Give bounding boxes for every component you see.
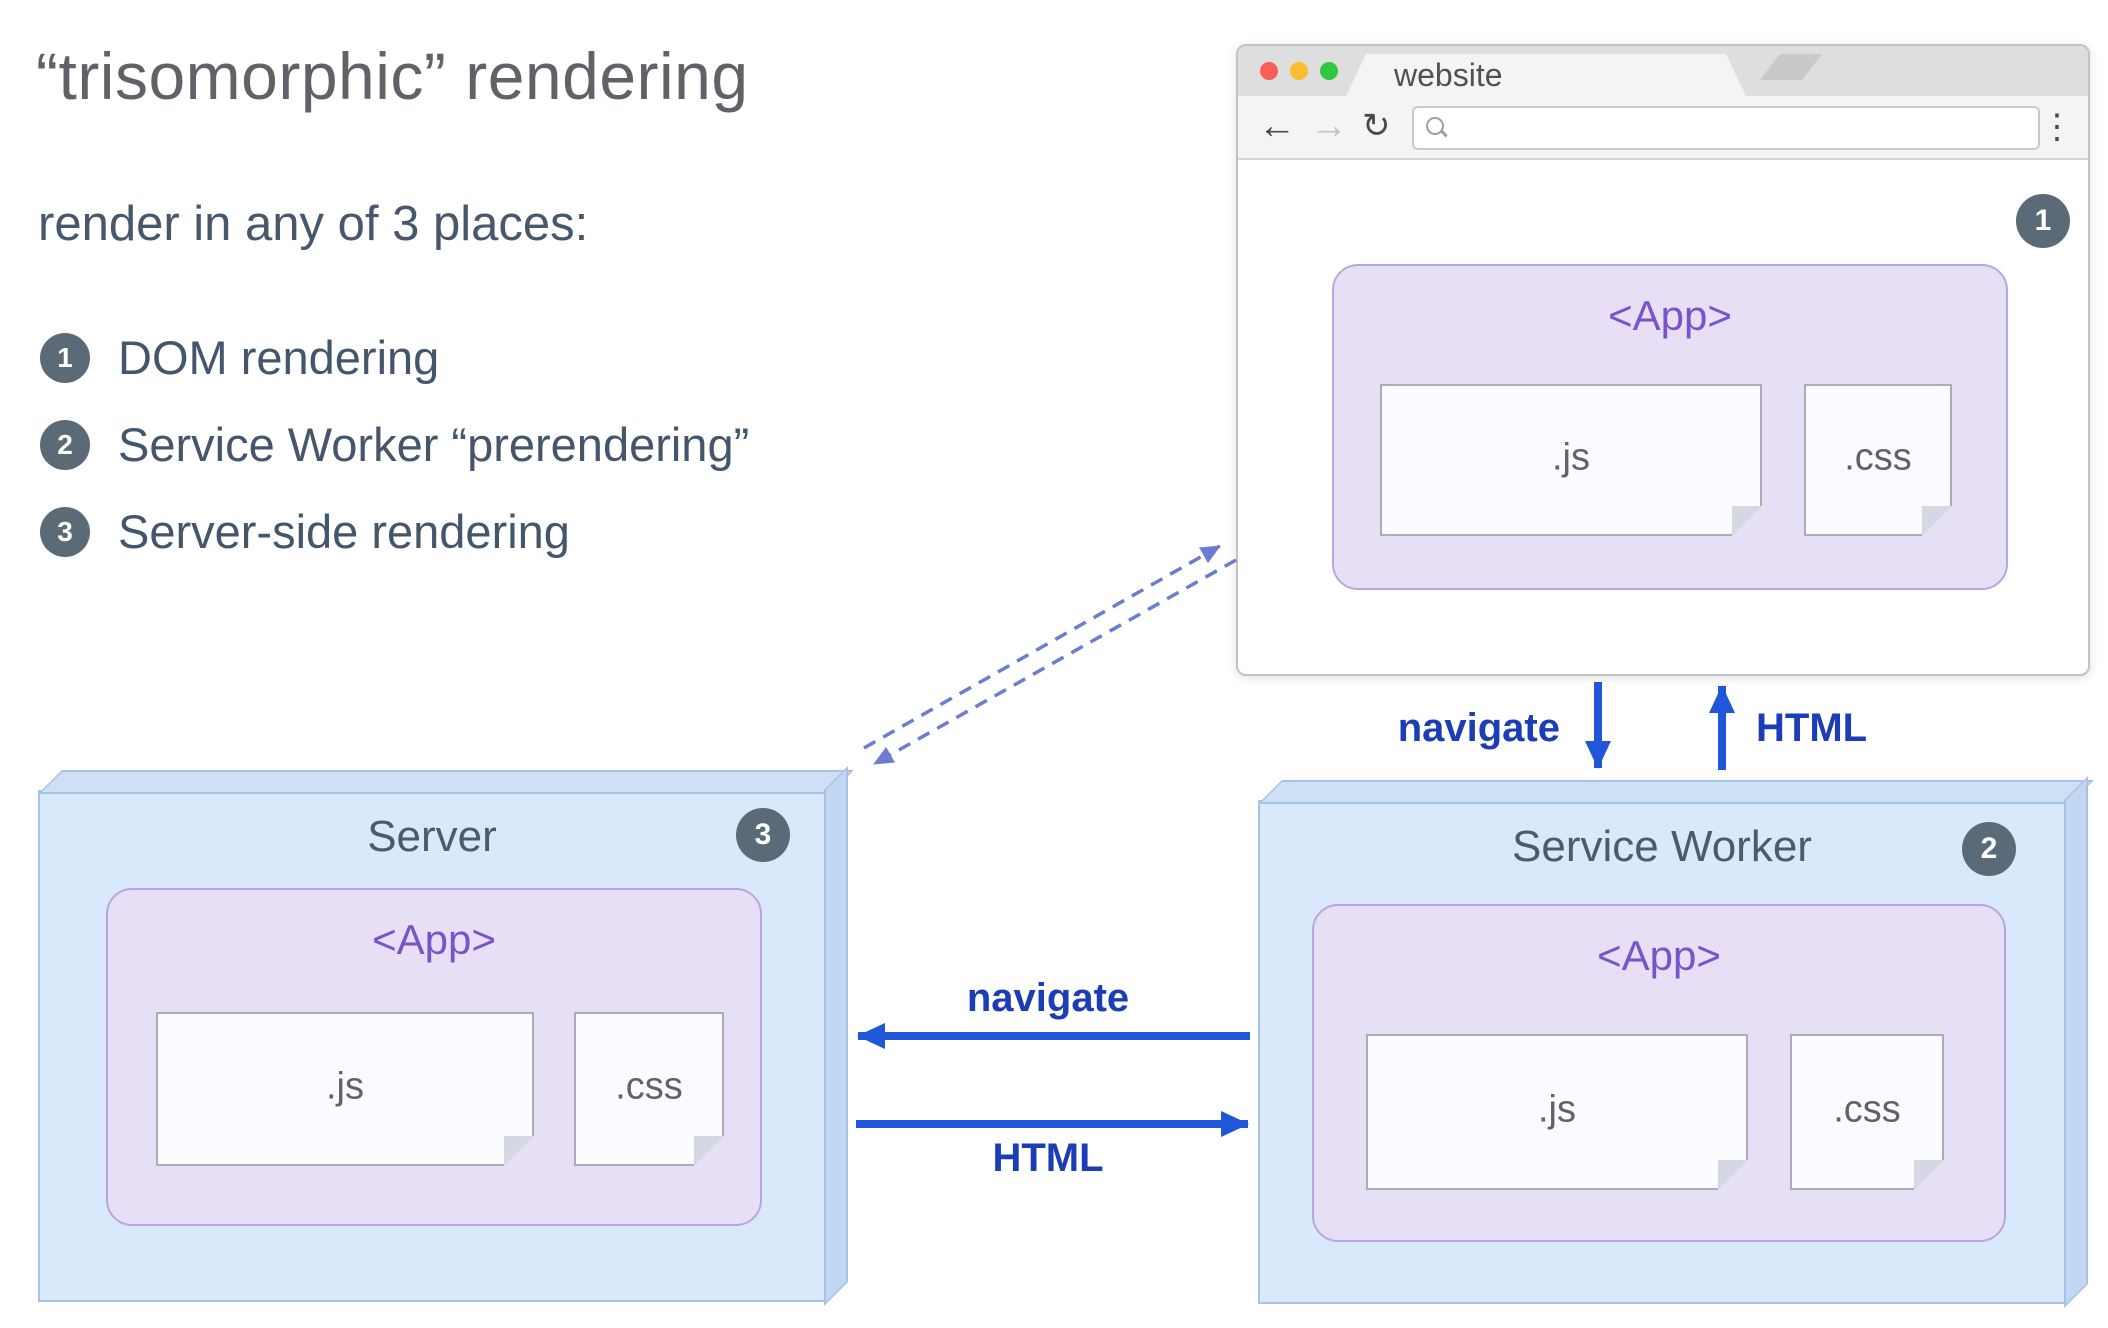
app-label: <App> [372,916,496,963]
dashed-arrow-to-browser [863,544,1221,750]
legend-item-dom-rendering: 1 DOM rendering [40,330,749,385]
css-file: .css [1804,384,1952,536]
legend-number-badge: 2 [40,419,90,470]
legend-item-label: Service Worker “prerendering” [118,418,750,471]
navigate-horizontal-label: navigate [966,976,1130,1020]
app-label: <App> [1597,932,1721,979]
legend-item-service-worker-prerendering: 2 Service Worker “prerendering” [40,417,749,472]
js-file-label: .js [1538,1088,1576,1131]
css-file-label: .css [615,1065,683,1108]
js-file-label: .js [326,1065,364,1108]
server-title: Server [367,812,497,861]
reload-icon[interactable]: ↻ [1362,107,1391,145]
forward-icon[interactable]: → [1310,105,1348,147]
js-file: .js [1366,1034,1748,1190]
html-vertical-label: HTML [1756,706,1868,750]
step-badge-3: 3 [736,808,790,862]
html-horizontal-label: HTML [992,1136,1104,1180]
server-box: Server 3 <App> .js .css [38,790,826,1302]
js-file: .js [156,1012,534,1166]
legend-item-label: DOM rendering [118,331,440,384]
navigate-vertical-label: navigate [1397,706,1560,750]
css-file-label: .css [1844,436,1912,479]
step-badge-1: 1 [2016,194,2070,248]
search-icon [1426,117,1444,135]
legend-number-badge: 3 [40,506,90,557]
traffic-light-close-icon[interactable] [1260,62,1278,80]
legend-item-label: Server-side rendering [118,505,570,558]
dashed-arrow-to-server [873,558,1237,766]
css-file-label: .css [1833,1088,1901,1131]
service-worker-box: Service Worker 2 <App> .js .css [1258,800,2066,1304]
app-label: <App> [1608,292,1732,339]
address-bar[interactable] [1412,106,2040,150]
step-badge-2: 2 [1962,822,2016,876]
browser-app-box: <App> .js .css [1332,264,2008,590]
legend-item-server-side-rendering: 3 Server-side rendering [40,504,749,559]
css-file: .css [574,1012,724,1166]
page-title: “trisomorphic” rendering [36,39,749,113]
js-file: .js [1380,384,1762,536]
server-app-box: <App> .js .css [106,888,762,1226]
back-icon[interactable]: ← [1258,105,1296,147]
menu-icon[interactable]: ⋮ [2040,108,2074,146]
traffic-light-minimize-icon[interactable] [1290,62,1308,80]
js-file-label: .js [1552,436,1590,479]
legend-list: 1 DOM rendering 2 Service Worker “preren… [40,330,749,559]
tab-title: website [1394,57,1503,93]
service-worker-app-box: <App> .js .css [1312,904,2006,1242]
legend-number-badge: 1 [40,332,90,383]
traffic-light-zoom-icon[interactable] [1320,62,1338,80]
browser-tab[interactable]: website [1346,54,1746,96]
service-worker-title: Service Worker [1512,822,1812,871]
subtitle: render in any of 3 places: [38,197,589,251]
background-tab-shape [1760,54,1822,80]
css-file: .css [1790,1034,1944,1190]
browser-tab-strip: website [1238,46,2088,96]
browser-toolbar: ← → ↻ ⋮ [1238,96,2088,160]
browser-window: website ← → ↻ ⋮ 1 <App> .js .css [1236,44,2090,676]
